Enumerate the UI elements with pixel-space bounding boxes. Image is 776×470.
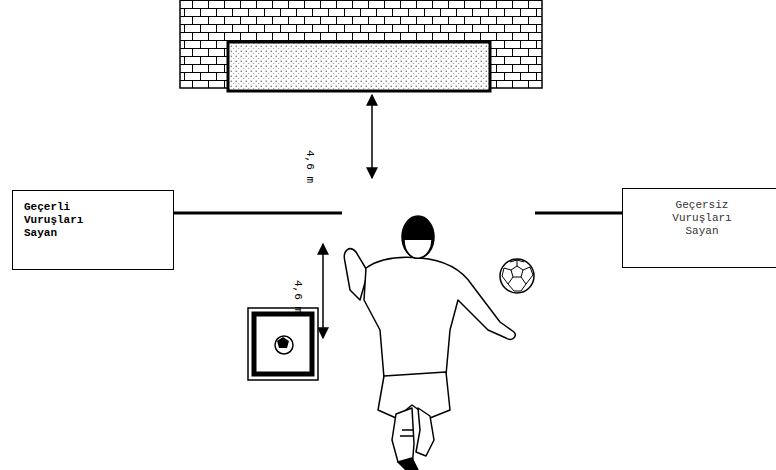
kick-line xyxy=(535,212,622,215)
player-figure xyxy=(344,216,515,470)
dimension-arrow xyxy=(322,244,324,338)
target-area xyxy=(228,42,490,91)
dimension-label: 4,6 m xyxy=(304,150,316,183)
box-label: Geçerli Vuruşları Sayan xyxy=(24,201,96,240)
counter-box: Geçersiz Vuruşları Sayan xyxy=(622,188,776,268)
ball-box xyxy=(248,308,318,380)
dimension-label: 4,6 m xyxy=(292,280,304,313)
football xyxy=(500,259,534,293)
dimension-arrow xyxy=(371,95,373,178)
box-label: Geçersiz Vuruşları Sayan xyxy=(666,199,738,238)
counter-box: Geçerli Vuruşları Sayan xyxy=(12,190,174,270)
kick-line xyxy=(173,212,342,215)
